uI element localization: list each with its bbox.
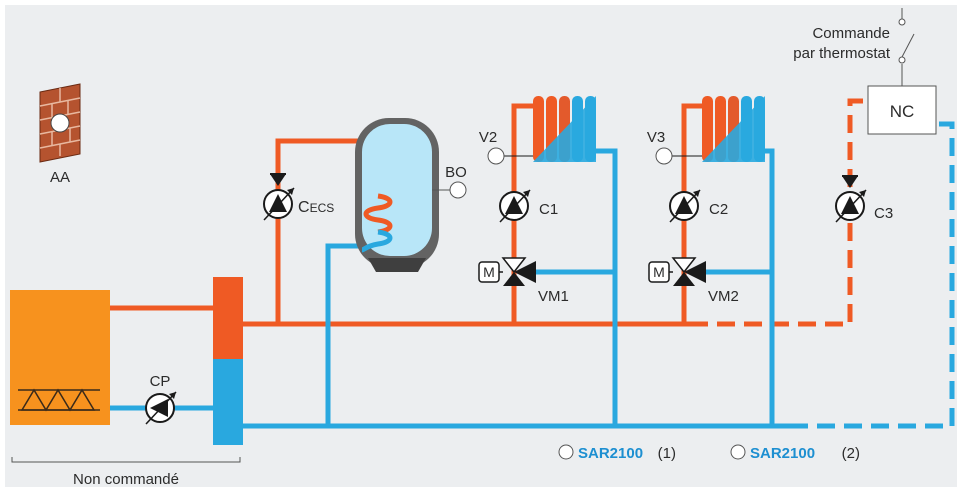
sensor-circle-icon	[487, 147, 505, 165]
c1-pump: C1	[499, 189, 558, 223]
c2-label: C2	[709, 201, 728, 218]
legend-1-suffix: (1)	[658, 445, 676, 462]
c2-supply-pipe	[681, 103, 703, 324]
hot-water-tank: BO	[355, 118, 467, 272]
flame-icon	[20, 388, 96, 412]
pump-icon	[505, 196, 523, 214]
commande-line1: Commande	[812, 25, 890, 42]
v3-label: V3	[647, 129, 665, 146]
radiator-icon	[702, 96, 765, 162]
nc-label: NC	[890, 102, 915, 121]
switch-icon	[898, 8, 915, 86]
cecs-label: CECS	[298, 199, 334, 216]
valve-icon	[673, 272, 695, 286]
bracket	[11, 457, 241, 463]
sensor-circle-icon	[730, 444, 746, 460]
ecs-return-pipe	[325, 243, 362, 426]
vm2-label: VM2	[708, 288, 739, 305]
sensor-circle-icon	[449, 181, 467, 199]
c2-pump: C2	[669, 189, 728, 223]
m1-label: M	[483, 264, 495, 280]
radiator-2: V3	[647, 96, 765, 165]
vm1-valve: M VM1	[478, 257, 569, 305]
non-commande-label: Non commandé	[73, 471, 179, 488]
legend: SAR2100 (1) SAR2100 (2)	[558, 444, 860, 462]
bo-label: BO	[445, 164, 467, 181]
radiator-icon	[533, 96, 596, 162]
legend-1-name: SAR2100	[578, 445, 643, 462]
valve-icon	[503, 272, 525, 286]
pump-icon	[150, 399, 168, 417]
m2-label: M	[653, 264, 665, 280]
pump-icon	[675, 196, 693, 214]
legend-item-1: SAR2100 (1)	[558, 444, 676, 462]
brick-wall-icon	[39, 83, 81, 163]
c3-label: C3	[874, 205, 893, 222]
sensor-circle-icon	[655, 147, 673, 165]
collector	[213, 277, 243, 445]
commande-line2: par thermostat	[793, 45, 891, 62]
c1-supply-pipe	[511, 103, 535, 324]
pump-icon	[269, 194, 287, 212]
aa-sensor: AA	[39, 83, 81, 186]
boiler	[10, 290, 110, 425]
pump-icon	[841, 196, 859, 214]
cecs-pump: CECS	[263, 173, 334, 221]
vm2-valve: M VM2	[648, 257, 739, 305]
legend-2-name: SAR2100	[750, 445, 815, 462]
nc-controller: NC	[867, 85, 937, 135]
radiator-1: V2	[479, 96, 596, 165]
c3-pump: C3	[835, 175, 893, 223]
legend-item-2: SAR2100 (2)	[730, 444, 860, 462]
v2-label: V2	[479, 129, 497, 146]
c3-return-pipe	[790, 121, 955, 429]
c1-label: C1	[539, 201, 558, 218]
legend-2-suffix: (2)	[842, 445, 860, 462]
cp-label: CP	[150, 373, 171, 390]
aa-label: AA	[50, 169, 70, 186]
cp-pump: CP	[145, 373, 177, 425]
vm1-label: VM1	[538, 288, 569, 305]
sensor-circle-icon	[558, 444, 574, 460]
